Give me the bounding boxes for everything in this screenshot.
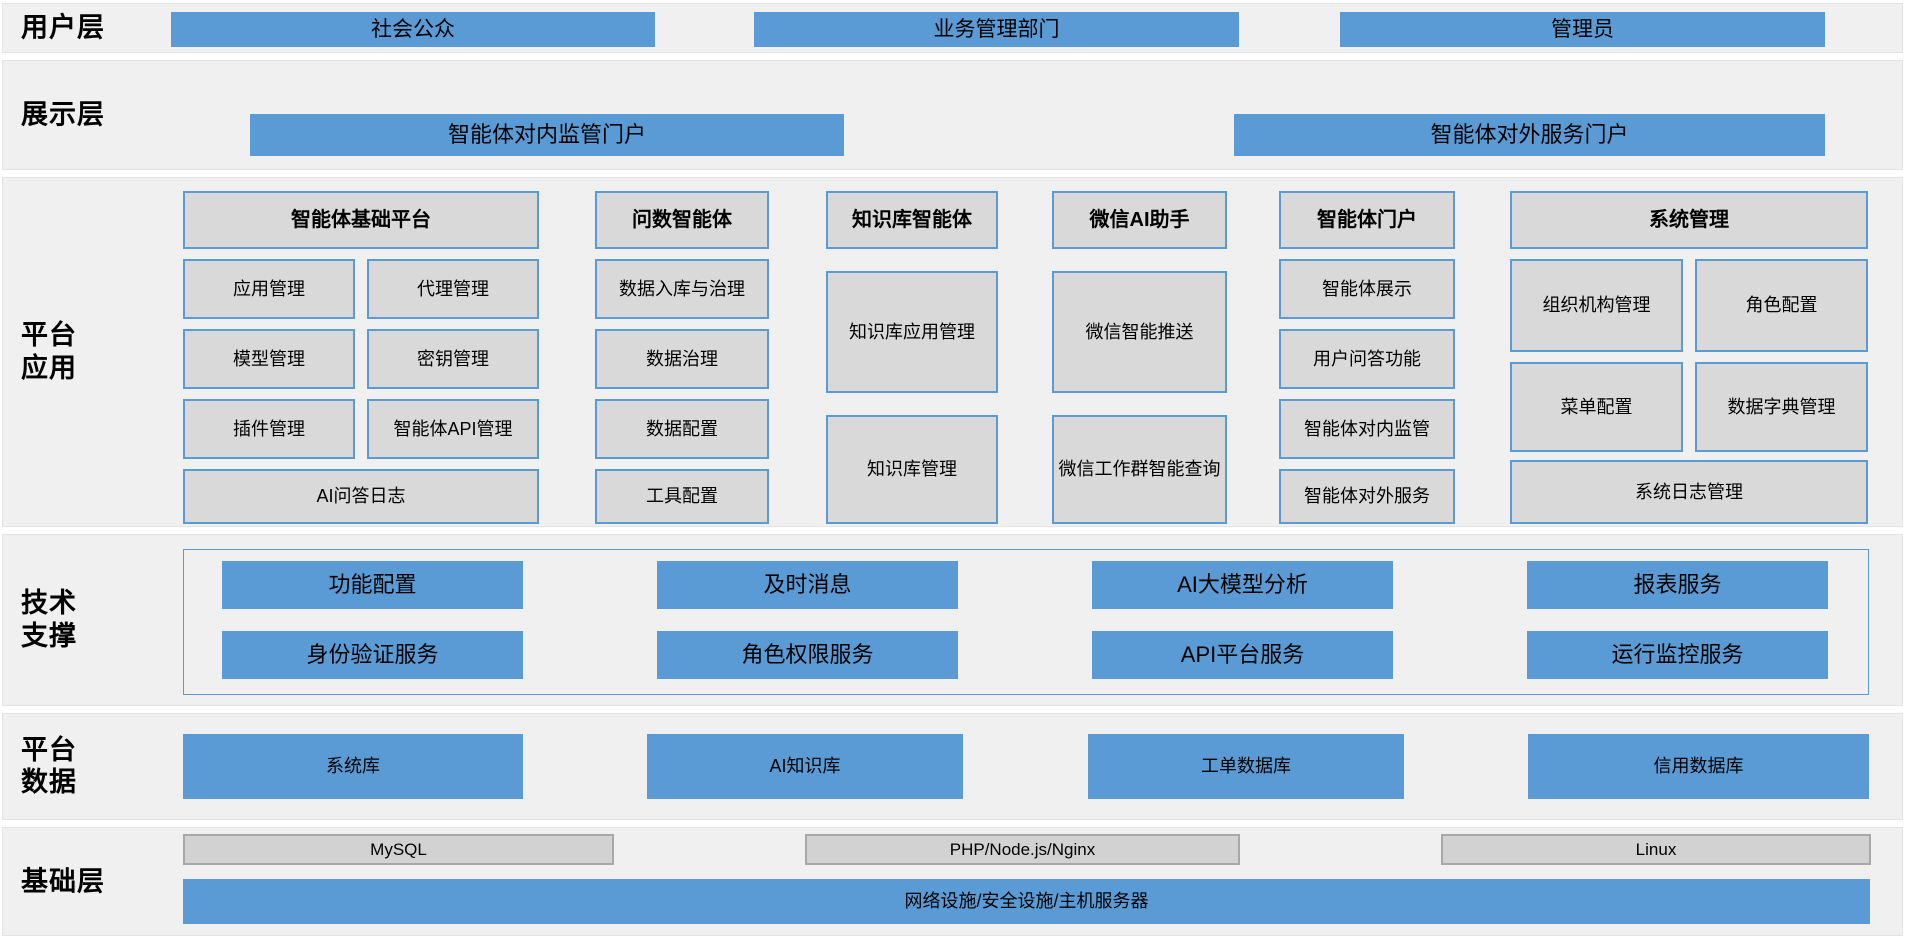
node-org-structure-management: 组织机构管理 [1510, 259, 1683, 352]
layer-label-platform-app: 平台 应用 [21, 320, 77, 383]
node-identity-verification-service: 身份验证服务 [222, 631, 523, 679]
node-menu-config: 菜单配置 [1510, 362, 1683, 452]
col-agent-base-platform-header: 智能体基础平台 [183, 191, 539, 249]
layer-band-infrastructure: 基础层 MySQL PHP/Node.js/Nginx Linux 网络设施/安… [2, 827, 1903, 936]
node-ai-knowledge-db: AI知识库 [647, 734, 963, 799]
node-agent-external-service: 智能体对外服务 [1279, 469, 1455, 524]
node-internal-supervision-portal: 智能体对内监管门户 [250, 114, 844, 156]
node-work-order-db: 工单数据库 [1088, 734, 1404, 799]
node-model-management: 模型管理 [183, 329, 355, 389]
node-kb-app-management: 知识库应用管理 [826, 271, 998, 393]
layer-label-tech-support: 技术 支撑 [21, 588, 77, 651]
layer-label-infrastructure: 基础层 [21, 866, 105, 897]
node-data-governance: 数据治理 [595, 329, 769, 389]
node-user-qa-function: 用户问答功能 [1279, 329, 1455, 389]
node-ai-qa-log: AI问答日志 [183, 469, 539, 524]
node-plugin-management: 插件管理 [183, 399, 355, 459]
node-data-dictionary-management: 数据字典管理 [1695, 362, 1868, 452]
node-data-ingest-governance: 数据入库与治理 [595, 259, 769, 319]
node-administrator: 管理员 [1340, 12, 1825, 47]
layer-band-platform-data: 平台 数据 系统库 AI知识库 工单数据库 信用数据库 [2, 713, 1903, 820]
node-agent-showcase: 智能体展示 [1279, 259, 1455, 319]
node-instant-message: 及时消息 [657, 561, 958, 609]
col-knowledge-base-agent-header: 知识库智能体 [826, 191, 998, 249]
col-data-query-agent-header: 问数智能体 [595, 191, 769, 249]
node-tool-config: 工具配置 [595, 469, 769, 524]
node-mysql: MySQL [183, 834, 614, 865]
col-wechat-ai-assistant-header: 微信AI助手 [1052, 191, 1227, 249]
node-system-log-management: 系统日志管理 [1510, 460, 1868, 524]
node-network-security-host-servers: 网络设施/安全设施/主机服务器 [183, 879, 1870, 924]
layer-band-display: 展示层 智能体对内监管门户 智能体对外服务门户 [2, 60, 1903, 170]
node-php-nodejs-nginx: PHP/Node.js/Nginx [805, 834, 1240, 865]
layer-label-platform-data: 平台 数据 [21, 734, 77, 798]
layer-band-platform-app: 平台 应用 智能体基础平台 应用管理 代理管理 模型管理 密钥管理 插件管理 智… [2, 177, 1903, 527]
node-system-db: 系统库 [183, 734, 523, 799]
node-external-service-portal: 智能体对外服务门户 [1234, 114, 1825, 156]
node-key-management: 密钥管理 [367, 329, 539, 389]
node-agent-internal-supervision: 智能体对内监管 [1279, 399, 1455, 459]
layer-label-display: 展示层 [21, 99, 105, 130]
node-report-service: 报表服务 [1527, 561, 1828, 609]
tech-support-frame [183, 549, 1869, 695]
node-public-users: 社会公众 [171, 12, 655, 47]
node-api-platform-service: API平台服务 [1092, 631, 1393, 679]
node-role-permission-service: 角色权限服务 [657, 631, 958, 679]
node-linux: Linux [1441, 834, 1871, 865]
node-wechat-group-smart-query: 微信工作群智能查询 [1052, 415, 1227, 524]
col-agent-portal-header: 智能体门户 [1279, 191, 1455, 249]
node-app-management: 应用管理 [183, 259, 355, 319]
layer-band-user: 用户层 社会公众 业务管理部门 管理员 [2, 3, 1903, 53]
node-agent-proxy-management: 代理管理 [367, 259, 539, 319]
node-ai-llm-analysis: AI大模型分析 [1092, 561, 1393, 609]
node-data-config: 数据配置 [595, 399, 769, 459]
layer-band-tech-support: 技术 支撑 功能配置 及时消息 AI大模型分析 报表服务 身份验证服务 角色权限… [2, 534, 1903, 706]
node-wechat-smart-push: 微信智能推送 [1052, 271, 1227, 393]
node-kb-management: 知识库管理 [826, 415, 998, 524]
node-function-config: 功能配置 [222, 561, 523, 609]
node-credit-db: 信用数据库 [1528, 734, 1869, 799]
layer-label-user: 用户层 [21, 12, 105, 43]
node-business-management-dept: 业务管理部门 [754, 12, 1239, 47]
col-system-management-header: 系统管理 [1510, 191, 1868, 249]
node-operation-monitoring-service: 运行监控服务 [1527, 631, 1828, 679]
node-agent-api-management: 智能体API管理 [367, 399, 539, 459]
node-role-config: 角色配置 [1695, 259, 1868, 352]
